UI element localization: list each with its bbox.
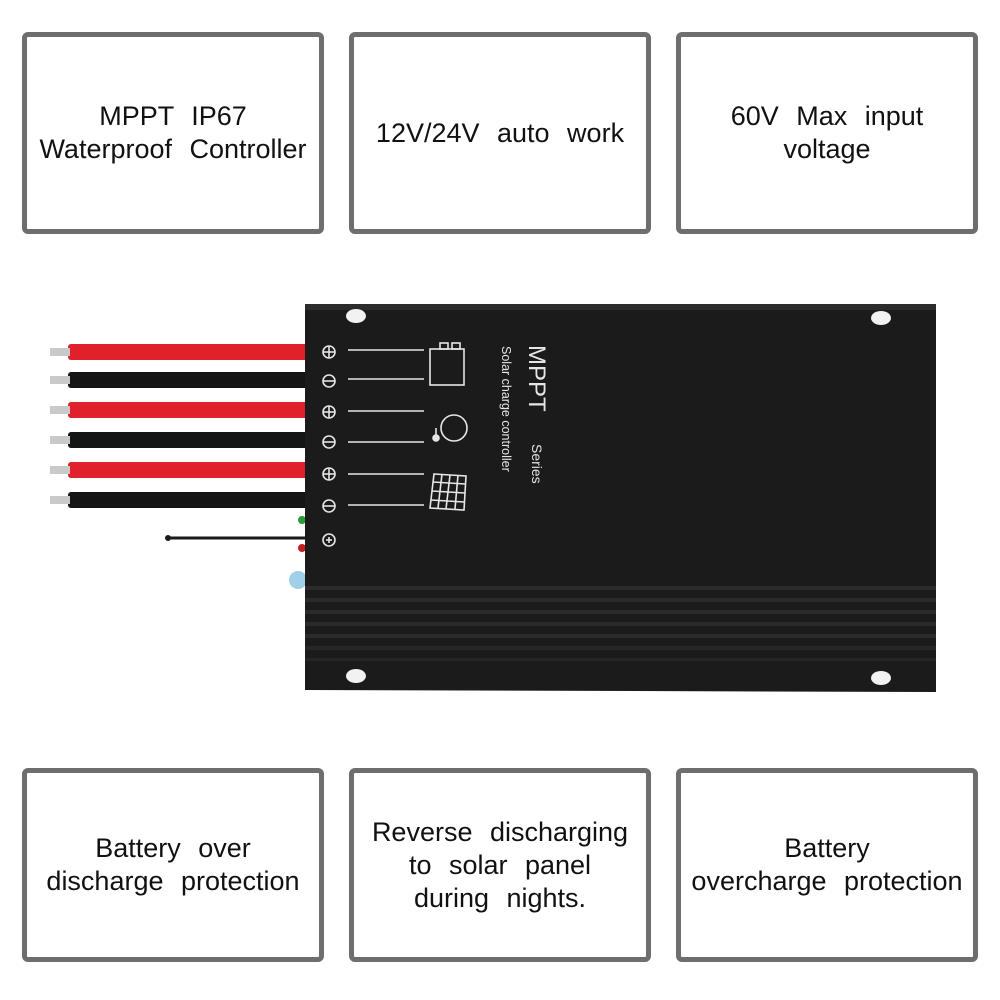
mount-hole <box>346 669 366 683</box>
red-wire <box>68 344 308 360</box>
battery-icon <box>429 342 465 386</box>
series-label: Series <box>529 444 545 484</box>
heatsink-ribs <box>305 586 936 661</box>
wire-tip <box>50 436 70 444</box>
feature-box-auto-voltage: 12V/24V auto work <box>349 32 651 234</box>
indicator-led-red <box>298 544 306 552</box>
terminal-symbols <box>322 342 468 547</box>
wire-tip <box>50 496 70 504</box>
black-wire <box>68 432 308 448</box>
wire-tip <box>50 376 70 384</box>
indicator-led-green <box>298 516 306 524</box>
lamp-icon <box>432 414 468 442</box>
subtitle-label: Solar charge controller <box>499 346 513 472</box>
sensor-tip <box>165 535 171 541</box>
controller-body: MPPT Series Solar charge controller <box>305 304 936 692</box>
wire-tip <box>50 466 70 474</box>
mount-hole <box>346 309 366 323</box>
minus-icon <box>322 374 336 388</box>
feature-text: 12V/24V auto work <box>375 117 625 148</box>
red-wire <box>68 402 308 418</box>
solar-panel-icon <box>429 473 467 511</box>
wire-tip <box>50 406 70 414</box>
feature-text: Battery overcharge protection <box>691 833 963 896</box>
mount-hole <box>871 311 891 325</box>
feature-box-reverse-discharge: Reverse discharging to solar panel durin… <box>349 768 651 962</box>
minus-icon <box>322 499 336 513</box>
wire-tip <box>50 348 70 356</box>
feature-text: 60V Max input voltage <box>730 101 924 164</box>
feature-text: Reverse discharging to solar panel durin… <box>371 816 629 913</box>
black-wire <box>68 492 308 508</box>
sensor-icon <box>322 533 336 547</box>
black-wire <box>68 372 308 388</box>
plus-icon <box>322 345 336 359</box>
feature-text: MPPT IP67 Waterproof Controller <box>39 101 307 164</box>
plus-icon <box>322 405 336 419</box>
feature-text: Battery over discharge protection <box>46 833 300 896</box>
brand-label: MPPT <box>523 345 550 412</box>
feature-box-waterproof: MPPT IP67 Waterproof Controller <box>22 32 324 234</box>
wire-bundle <box>50 344 308 589</box>
indicator-led-blue <box>289 571 307 589</box>
plus-icon <box>322 467 336 481</box>
feature-box-over-discharge: Battery over discharge protection <box>22 768 324 962</box>
mount-hole <box>871 671 891 685</box>
feature-box-overcharge: Battery overcharge protection <box>676 768 978 962</box>
feature-box-max-input: 60V Max input voltage <box>676 32 978 234</box>
minus-icon <box>322 435 336 449</box>
red-wire <box>68 462 308 478</box>
